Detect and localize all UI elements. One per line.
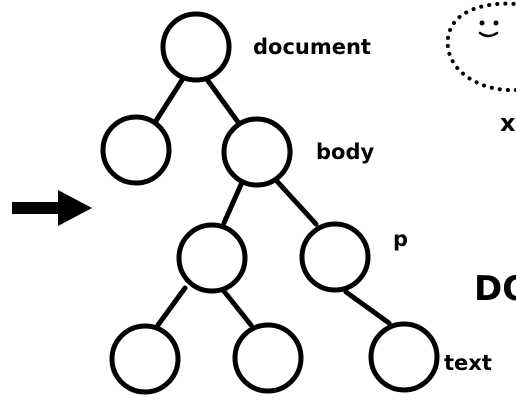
node-middle [176, 222, 248, 294]
edge-document-body [203, 75, 241, 125]
label-text: text [444, 351, 492, 375]
node-body [221, 116, 293, 188]
label-body: body [316, 140, 374, 164]
tree-edges [151, 74, 392, 328]
partial-heading: DO [474, 269, 516, 309]
edge-middle-leaf2 [220, 287, 254, 328]
node-leaf-1 [109, 323, 181, 395]
node-document [160, 11, 232, 83]
right-arrow-icon [12, 190, 92, 226]
smiley-face-icon [445, 1, 516, 93]
edge-p-text [343, 289, 392, 326]
label-document: document [253, 35, 371, 59]
label-p: p [393, 227, 408, 251]
edge-body-p [271, 175, 319, 227]
edge-body-middle [221, 177, 246, 226]
node-p [299, 221, 371, 293]
node-left [100, 114, 172, 186]
edge-middle-leaf1 [155, 285, 188, 328]
partial-x-mark: x [500, 109, 516, 137]
tree-nodes [100, 11, 440, 395]
edge-document-left [151, 74, 187, 127]
node-leaf-2 [232, 322, 304, 394]
node-text [368, 321, 440, 393]
